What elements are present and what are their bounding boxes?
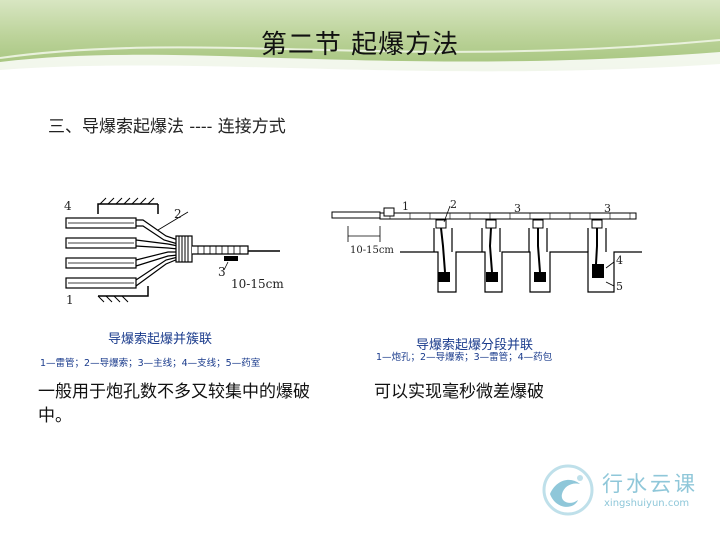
right-figure-caption: 导爆索起爆分段并联	[416, 338, 534, 353]
left-label-2: 2	[174, 207, 182, 221]
left-dimension-label: 10-15cm	[231, 277, 284, 291]
right-label-3b: 3	[604, 202, 611, 215]
segmented-connection-diagram: 1 2 3 3 4 5 10-15cm	[331, 198, 642, 293]
right-label-5: 5	[616, 280, 623, 293]
right-label-4: 4	[616, 254, 623, 267]
left-figure-description: 一般用于炮孔数不多又较集中的爆破中。	[38, 382, 310, 426]
header-banner: 第二节 起爆方法	[0, 0, 720, 80]
watermark-name: 行水云课	[602, 472, 698, 496]
right-figure-legend: 1—炮孔；2—导爆索；3—雷管；4—药包	[376, 352, 553, 363]
watermark-url: xingshuiyun.com	[604, 498, 690, 509]
watermark-logo: 行水云课 xingshuiyun.com	[540, 460, 710, 520]
left-label-4: 4	[64, 199, 72, 213]
right-label-2: 2	[450, 198, 457, 211]
left-label-3: 3	[218, 265, 226, 279]
header-wave-decoration	[0, 39, 720, 80]
right-label-3: 3	[514, 202, 521, 215]
left-label-1: 1	[66, 293, 74, 307]
right-label-1: 1	[402, 200, 409, 213]
wave-logo-icon	[542, 464, 594, 516]
bundled-connection-diagram: 4 2 3 10-15cm 1	[64, 197, 284, 307]
figure-bundled-connection: 4 2 3 10-15cm 1	[48, 196, 298, 316]
left-figure-caption: 导爆索起爆并簇联	[108, 332, 213, 347]
right-dimension-label: 10-15cm	[350, 245, 394, 256]
right-figure-description: 可以实现毫秒微差爆破	[374, 382, 544, 402]
left-figure-legend: 1—雷管；2—导爆索；3—主线；4—支线；5—药室	[40, 358, 261, 369]
figure-segmented-connection: 1 2 3 3 4 5 10-15cm	[330, 196, 650, 301]
section-subtitle: 三、导爆索起爆法 ---- 连接方式	[48, 117, 286, 137]
slide-title: 第二节 起爆方法	[260, 30, 460, 60]
